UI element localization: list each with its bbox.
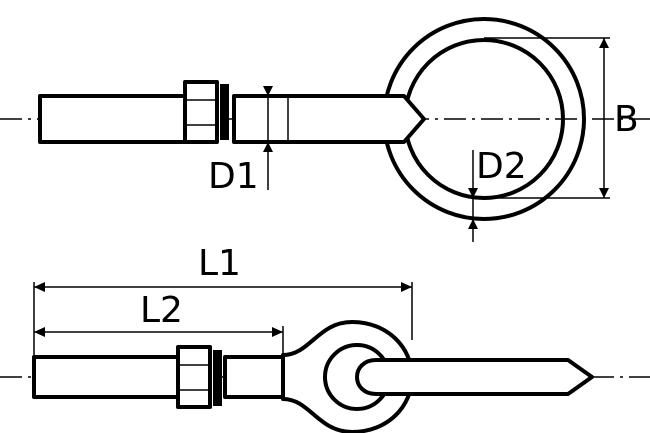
l1-arrow-right	[401, 282, 412, 292]
d1-arrow-bottom	[263, 142, 273, 152]
l2-arrow-left	[34, 327, 45, 337]
d1-arrow-top	[263, 86, 273, 96]
side-washer	[213, 350, 222, 406]
b-arrow-top	[599, 38, 609, 48]
b-label: B	[614, 99, 639, 140]
l1-arrow-left	[34, 282, 45, 292]
top-shank-plain	[232, 94, 426, 144]
top-nut	[183, 80, 219, 144]
top-view: D1 B D2	[0, 17, 650, 242]
l2-arrow-right	[272, 327, 283, 337]
side-ring-bar	[355, 358, 594, 396]
side-shank-plain	[223, 355, 285, 399]
top-shank-threaded	[38, 94, 192, 144]
d2-label: D2	[476, 146, 527, 187]
side-nut	[176, 345, 212, 409]
side-view: L1 L2	[0, 243, 650, 433]
d1-label: D1	[208, 156, 259, 197]
top-washer	[220, 84, 229, 140]
side-shank-threaded	[32, 355, 182, 399]
d2-arrow-top	[468, 188, 478, 198]
l1-label: L1	[198, 243, 241, 284]
d2-arrow-bottom	[468, 219, 478, 229]
l2-label: L2	[140, 290, 183, 331]
b-arrow-bottom	[599, 188, 609, 198]
